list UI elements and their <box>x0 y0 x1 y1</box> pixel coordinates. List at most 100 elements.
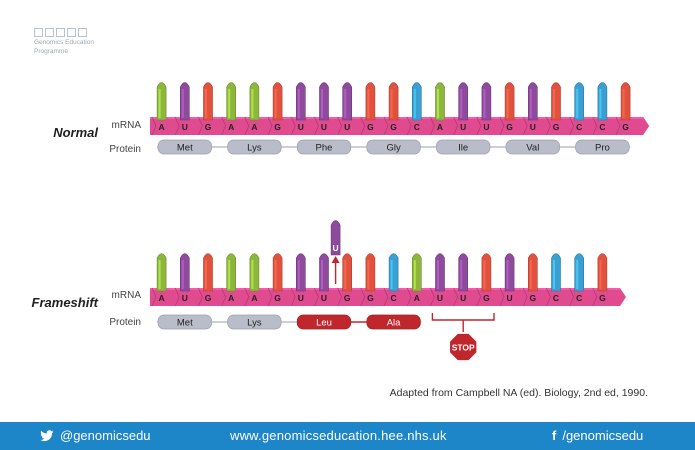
frameshift-base-letter: G <box>599 293 606 303</box>
frameshift-base-letter: A <box>251 293 257 303</box>
logo-line-1: Genomics Education <box>34 39 94 46</box>
frameshift-amino-acid <box>227 314 282 330</box>
normal-nucleotide <box>504 82 515 121</box>
normal-base-letter: C <box>576 122 582 132</box>
frameshift-base-letter: A <box>228 293 234 303</box>
footer-bar: @genomicsedu www.genomicseducation.hee.n… <box>0 422 695 450</box>
normal-title: Normal <box>53 125 98 140</box>
frameshift-nucleotide <box>528 253 538 292</box>
frameshift-base-letter: U <box>437 293 443 303</box>
logo-line-2: Programme <box>34 48 68 55</box>
frameshift-base-letter: U <box>298 293 304 303</box>
normal-base-letter: U <box>321 122 327 132</box>
normal-amino-acid-label: Met <box>177 143 193 154</box>
normal-nucleotide <box>528 82 538 121</box>
twitter-handle: @genomicsedu <box>60 428 151 443</box>
normal-base-letter: U <box>483 122 489 132</box>
frameshift-amino-acid-label: Ala <box>387 318 401 329</box>
deleted-base-letter: U <box>333 243 339 253</box>
frameshift-title: Frameshift <box>32 295 99 310</box>
frameshift-nucleotide <box>551 253 561 292</box>
frameshift-nucleotide <box>388 253 399 292</box>
normal-base-letter: C <box>599 122 605 132</box>
frameshift-amino-acid-label: Met <box>177 318 193 329</box>
normal-base-letter: A <box>228 122 234 132</box>
normal-base-letter: U <box>460 122 466 132</box>
frameshift-base-letter: A <box>414 293 420 303</box>
normal-amino-acid-label: Val <box>526 143 539 154</box>
normal-nucleotide <box>458 82 468 121</box>
normal-nucleotide <box>597 82 608 121</box>
normal-base-letter: G <box>205 122 212 132</box>
normal-base-letter: G <box>274 122 281 132</box>
logo-mark-icon <box>34 28 94 37</box>
normal-amino-acid-label: Gly <box>386 143 401 154</box>
frameshift-nucleotide <box>435 253 445 292</box>
normal-nucleotide <box>481 82 492 121</box>
frameshift-nucleotide <box>249 253 260 292</box>
frameshift-mrna-label: mRNA <box>112 290 142 301</box>
genomics-education-logo: Genomics Education Programme <box>34 28 94 55</box>
frameshift-nucleotide <box>504 253 515 292</box>
footer-website-link[interactable]: www.genomicseducation.hee.nhs.uk <box>230 428 447 443</box>
frameshift-amino-acid-label: Leu <box>316 318 332 329</box>
normal-nucleotide <box>203 82 213 121</box>
normal-nucleotide <box>156 82 167 121</box>
normal-protein-label: Protein <box>109 144 141 155</box>
normal-base-letter: U <box>182 122 188 132</box>
stop-codon-bracket <box>431 313 495 321</box>
frameshift-nucleotide <box>156 253 167 292</box>
frameshift-base-letter: G <box>344 293 351 303</box>
frameshift-amino-acid <box>157 314 212 330</box>
normal-amino-acid <box>505 139 560 155</box>
normal-base-letter: G <box>506 122 513 132</box>
normal-nucleotide <box>296 82 306 121</box>
normal-amino-acid <box>227 139 282 155</box>
normal-base-letter: U <box>344 122 350 132</box>
frameshift-nucleotide <box>272 253 283 292</box>
normal-nucleotide <box>574 82 584 121</box>
frameshift-nucleotide <box>226 253 236 292</box>
frameshift-nucleotide <box>574 253 584 292</box>
normal-mrna-label: mRNA <box>112 120 142 131</box>
normal-base-letter: A <box>437 122 443 132</box>
normal-amino-acid-label: Phe <box>316 143 333 154</box>
normal-amino-acid <box>436 139 491 155</box>
frameshift-protein-label: Protein <box>109 317 141 328</box>
deleted-nucleotide <box>330 220 341 256</box>
normal-nucleotide <box>551 82 561 121</box>
frameshift-nucleotide <box>319 253 329 292</box>
frameshift-base-letter: G <box>274 293 281 303</box>
normal-nucleotide <box>272 82 283 121</box>
footer-twitter-link[interactable]: @genomicsedu <box>40 428 151 443</box>
normal-base-letter: U <box>298 122 304 132</box>
normal-nucleotide <box>249 82 260 121</box>
facebook-f-icon: f <box>552 428 557 443</box>
normal-amino-acid <box>575 139 630 155</box>
footer-facebook-link[interactable]: f /genomicsedu <box>552 428 643 443</box>
normal-nucleotide <box>412 82 422 121</box>
frameshift-base-letter: C <box>576 293 582 303</box>
normal-base-letter: G <box>553 122 560 132</box>
frameshift-nucleotide <box>365 253 376 292</box>
normal-backbone <box>150 117 650 135</box>
normal-nucleotide <box>319 82 329 121</box>
normal-amino-acid-label: Pro <box>595 143 610 154</box>
normal-nucleotide <box>620 82 631 121</box>
normal-base-letter: A <box>159 122 165 132</box>
frameshift-nucleotide <box>597 253 608 292</box>
normal-nucleotide <box>180 82 190 121</box>
normal-base-letter: G <box>622 122 629 132</box>
normal-base-letter: U <box>530 122 536 132</box>
frameshift-base-letter: U <box>182 293 188 303</box>
frameshift-base-letter: C <box>553 293 559 303</box>
normal-nucleotide <box>342 82 352 121</box>
stop-sign-icon <box>448 332 478 362</box>
citation: Adapted from Campbell NA (ed). Biology, … <box>390 387 648 399</box>
normal-amino-acid <box>157 139 212 155</box>
frameshift-nucleotide <box>203 253 213 292</box>
normal-amino-acid-label: Lys <box>247 143 262 154</box>
frameshift-base-letter: G <box>205 293 212 303</box>
